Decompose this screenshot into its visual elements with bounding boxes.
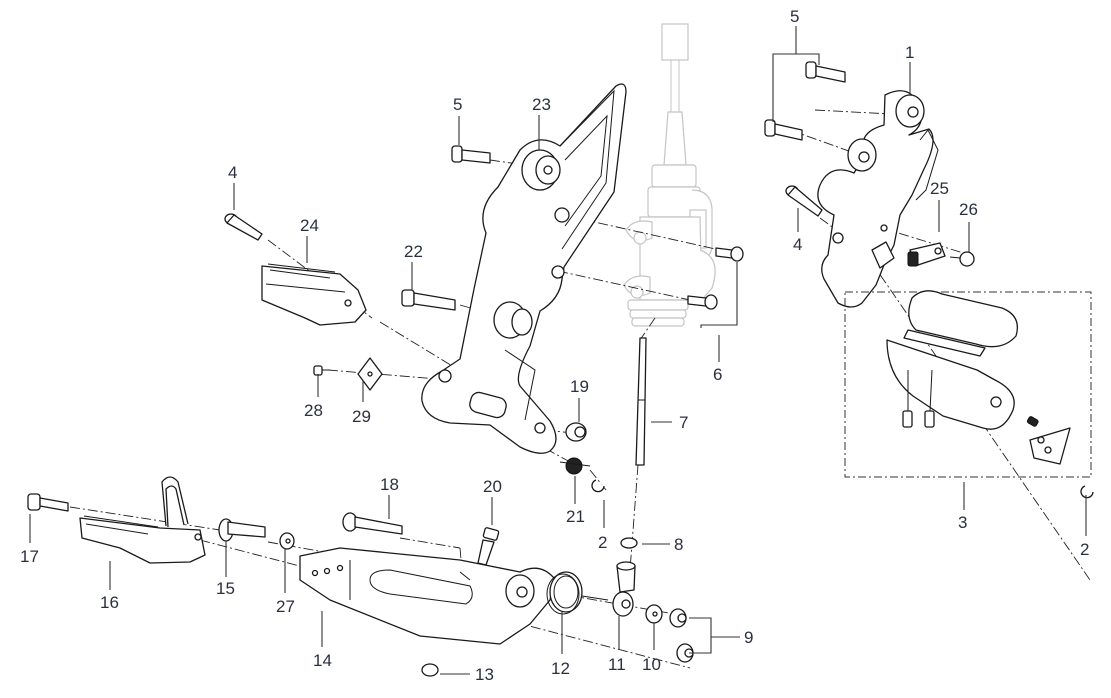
master-cylinder-reference bbox=[623, 23, 716, 327]
callout-16: 16 bbox=[100, 593, 119, 612]
part-26-screw bbox=[949, 251, 975, 267]
part-11-rod-end bbox=[612, 561, 636, 617]
part-12-spring bbox=[546, 571, 609, 615]
callout-2: 2 bbox=[598, 533, 607, 552]
part-29-plate bbox=[357, 357, 383, 391]
part-17-bolt bbox=[27, 493, 69, 512]
callout-25: 25 bbox=[930, 179, 949, 198]
part-4-pin-right bbox=[785, 185, 823, 217]
part-5-bolt-left bbox=[451, 145, 491, 164]
part-6-bolts bbox=[687, 246, 744, 310]
part-10-washer bbox=[645, 604, 663, 624]
callout-9: 9 bbox=[744, 628, 753, 647]
callout-12: 12 bbox=[551, 659, 570, 678]
part-4-pin-left bbox=[224, 213, 263, 241]
callout-4: 4 bbox=[793, 235, 802, 254]
callout-5: 5 bbox=[790, 7, 799, 26]
part-21-spring bbox=[559, 457, 591, 475]
callout-18: 18 bbox=[380, 475, 399, 494]
part-1-bracket bbox=[817, 90, 939, 308]
callout-5: 5 bbox=[453, 95, 462, 114]
part-27-washer bbox=[279, 532, 295, 550]
callout-23: 23 bbox=[532, 95, 551, 114]
part-23-main-bracket bbox=[421, 83, 627, 454]
part-13-nut bbox=[421, 663, 439, 677]
part-15-shaft bbox=[218, 518, 266, 542]
callout-22: 22 bbox=[404, 242, 423, 261]
callout-10: 10 bbox=[642, 655, 661, 674]
callout-7: 7 bbox=[679, 413, 688, 432]
callout-2: 2 bbox=[1080, 540, 1089, 559]
part-9-nuts bbox=[669, 608, 694, 663]
callout-19: 19 bbox=[570, 377, 589, 396]
part-7-rod bbox=[635, 337, 647, 466]
part-18-bolt bbox=[342, 512, 403, 535]
part-22-bolt bbox=[401, 289, 456, 311]
callout-24: 24 bbox=[300, 216, 319, 235]
part-24-footpeg bbox=[261, 263, 367, 326]
part-14-lever-arm bbox=[299, 547, 555, 645]
callout-6: 6 bbox=[713, 365, 722, 384]
part-8-nut bbox=[620, 537, 638, 549]
part-5-bolts-right bbox=[764, 61, 846, 141]
callout-17: 17 bbox=[20, 547, 39, 566]
callout-29: 29 bbox=[352, 407, 371, 426]
part-16-footpeg bbox=[79, 476, 206, 564]
callout-26: 26 bbox=[959, 200, 978, 219]
callout-15: 15 bbox=[216, 579, 235, 598]
callout-20: 20 bbox=[483, 477, 502, 496]
part-3-footpeg-assembly bbox=[886, 290, 1071, 465]
part-2-clip-middle bbox=[591, 479, 605, 493]
callout-4: 4 bbox=[228, 163, 237, 182]
part-3-assembly-box bbox=[844, 291, 1092, 478]
part-2-clip-right bbox=[1080, 485, 1094, 499]
callout-28: 28 bbox=[304, 401, 323, 420]
callout-1: 1 bbox=[905, 43, 914, 62]
callout-11: 11 bbox=[608, 655, 626, 674]
callout-13: 13 bbox=[475, 665, 494, 684]
part-20-bolt bbox=[477, 527, 500, 566]
part-19-nut bbox=[565, 422, 587, 442]
part-25-bracket-clip bbox=[907, 242, 946, 267]
callout-14: 14 bbox=[313, 651, 332, 670]
callout-27: 27 bbox=[276, 597, 295, 616]
part-28-screw bbox=[313, 365, 330, 376]
callout-3: 3 bbox=[958, 513, 967, 532]
callout-8: 8 bbox=[674, 535, 683, 554]
callout-labels: 1 2 2 3 4 4 5 5 6 7 8 9 10 11 12 13 14 1… bbox=[20, 7, 1089, 684]
leader-lines bbox=[29, 26, 1087, 675]
callout-21: 21 bbox=[566, 507, 585, 526]
